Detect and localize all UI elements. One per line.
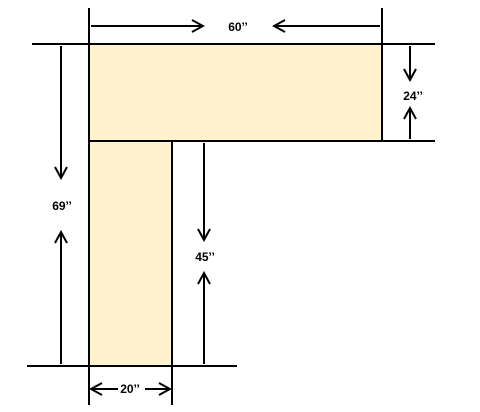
dimension-label-69: 69’’ <box>52 199 72 213</box>
dimension-label-60: 60’’ <box>228 20 248 34</box>
countertop-l-shape <box>88 43 383 367</box>
dimension-label-24: 24’’ <box>403 89 423 103</box>
dimension-label-45: 45’’ <box>195 250 215 264</box>
dimension-label-20: 20’’ <box>120 382 140 396</box>
